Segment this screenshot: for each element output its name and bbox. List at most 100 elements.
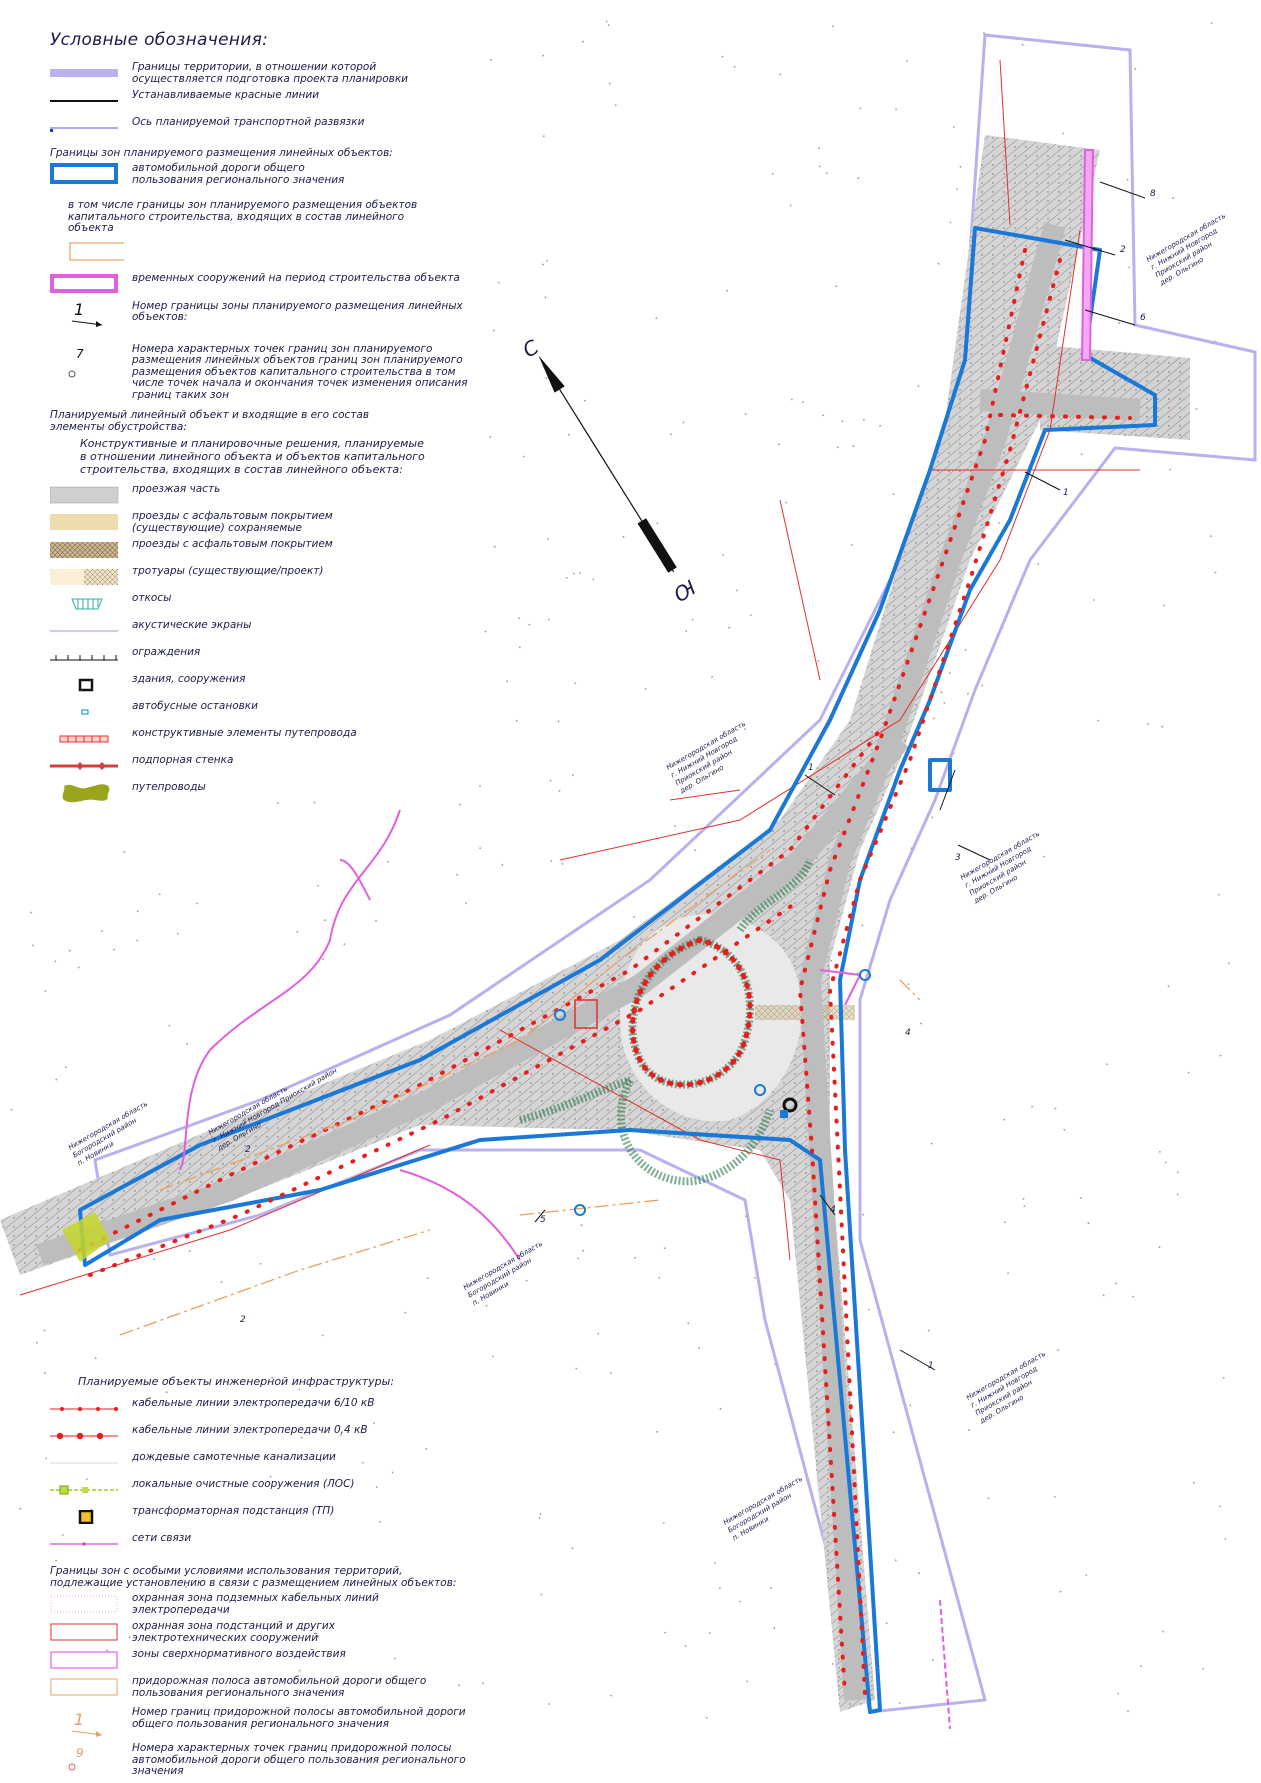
legend-text: автобусные остановки bbox=[132, 700, 258, 712]
grid-mark bbox=[841, 420, 844, 423]
grid-mark bbox=[123, 851, 126, 853]
grid-mark bbox=[663, 1247, 666, 1249]
orange-number-value: 1 bbox=[74, 1710, 84, 1729]
grid-mark bbox=[518, 646, 521, 649]
legend-text: конструктивные элементы путепровода bbox=[132, 727, 357, 739]
legend-text: локальные очистные сооружения (ЛОС) bbox=[132, 1478, 355, 1490]
grid-mark bbox=[656, 522, 659, 525]
grid-mark bbox=[136, 910, 139, 913]
grid-mark bbox=[45, 1457, 47, 1460]
grid-mark bbox=[271, 1376, 274, 1379]
grid-mark bbox=[658, 1277, 661, 1279]
grid-mark bbox=[655, 317, 658, 320]
grid-mark bbox=[296, 930, 299, 933]
grid-mark bbox=[674, 825, 677, 827]
orange-box-symbol bbox=[50, 241, 124, 263]
grid-mark bbox=[324, 919, 326, 922]
boundary-number-labels: 8 2 6 1 1 3 2 2 1 4 4 5 bbox=[240, 189, 1156, 1371]
grid-mark bbox=[379, 1520, 381, 1523]
grid-mark bbox=[528, 623, 531, 626]
grid-mark bbox=[687, 1322, 690, 1325]
legend-text: Номер границы зоны планируемого размещен… bbox=[132, 299, 463, 323]
grid-mark bbox=[754, 1277, 756, 1279]
fence-symbol bbox=[50, 647, 124, 669]
grid-mark bbox=[276, 802, 279, 804]
grid-mark bbox=[1127, 1710, 1129, 1713]
grid-mark bbox=[736, 589, 738, 592]
grid-mark bbox=[1217, 893, 1220, 896]
grid-mark bbox=[573, 572, 575, 575]
grid-mark bbox=[879, 424, 881, 427]
grid-mark bbox=[1023, 1205, 1026, 1207]
grid-mark bbox=[465, 902, 467, 905]
grid-mark bbox=[136, 939, 139, 942]
grid-mark bbox=[709, 1632, 711, 1634]
legend-row: проезжая часть bbox=[50, 483, 520, 506]
grid-mark bbox=[1158, 1246, 1161, 1248]
boundary-number: 1 bbox=[928, 1361, 934, 1371]
grid-mark bbox=[308, 1585, 310, 1588]
grid-mark bbox=[186, 1042, 189, 1045]
grid-mark bbox=[539, 1513, 542, 1515]
grid-mark bbox=[490, 58, 492, 61]
grid-mark bbox=[1087, 1222, 1090, 1225]
grid-mark bbox=[822, 414, 825, 417]
point-number-value: 7 bbox=[76, 347, 84, 361]
grid-mark bbox=[479, 785, 481, 787]
legend-row: откосы bbox=[50, 592, 520, 615]
grid-mark bbox=[94, 1357, 97, 1360]
grid-mark bbox=[719, 1587, 721, 1590]
grid-mark bbox=[622, 536, 625, 538]
orange-number-arrow-symbol: 1 bbox=[50, 1707, 124, 1737]
cable-lines bbox=[78, 248, 1132, 1697]
legend-text: кабельные линии электропередачи 6/10 кВ bbox=[132, 1397, 375, 1409]
grid-mark bbox=[113, 948, 115, 951]
grid-mark bbox=[749, 614, 752, 616]
grid-mark bbox=[662, 1522, 665, 1524]
grid-mark bbox=[542, 54, 544, 57]
legend-text: Границы территории, в отношении которой … bbox=[132, 61, 408, 85]
grid-mark bbox=[968, 1429, 970, 1432]
los-symbol bbox=[50, 1479, 124, 1501]
legend-row: охранная зона подземных кабельных линий … bbox=[50, 1592, 530, 1616]
settlement-label-south-2: Нижегородская область Богородский район … bbox=[722, 1474, 815, 1543]
grid-mark bbox=[1057, 1349, 1059, 1351]
grid-mark bbox=[670, 433, 672, 436]
grid-mark bbox=[1126, 178, 1129, 181]
grid-mark bbox=[61, 1534, 64, 1536]
retaining-wall-symbol bbox=[50, 755, 124, 777]
grid-mark bbox=[583, 399, 586, 402]
legend-row: кабельные линии электропередачи 6/10 кВ bbox=[50, 1397, 530, 1420]
grid-mark bbox=[744, 728, 746, 730]
grid-mark bbox=[610, 1372, 612, 1375]
grid-mark bbox=[168, 1024, 171, 1027]
grid-mark bbox=[322, 958, 324, 961]
grid-mark bbox=[1092, 599, 1095, 601]
legend-text: трансформаторная подстанция (ТП) bbox=[132, 1505, 335, 1517]
grid-mark bbox=[176, 932, 179, 935]
grid-mark bbox=[1106, 1063, 1108, 1066]
grid-mark bbox=[158, 893, 161, 896]
grid-mark bbox=[861, 924, 864, 927]
grid-mark bbox=[959, 165, 962, 168]
grid-mark bbox=[907, 983, 910, 985]
grid-mark bbox=[906, 60, 908, 62]
grid-mark bbox=[568, 433, 570, 436]
grid-mark bbox=[830, 959, 833, 962]
grid-mark bbox=[832, 25, 834, 28]
special-zones-heading: Границы зон с особыми условиями использо… bbox=[50, 1565, 457, 1589]
interchange-map: 8 2 6 1 1 3 2 2 1 4 4 5 С Ю Нижегородска… bbox=[0, 20, 1257, 1729]
grid-mark bbox=[1080, 453, 1083, 456]
grid-mark bbox=[927, 1329, 930, 1332]
grid-mark bbox=[484, 630, 487, 633]
legend-row: автобусные остановки bbox=[50, 700, 520, 723]
grid-mark bbox=[859, 107, 862, 110]
grid-mark bbox=[981, 684, 984, 687]
grid-mark bbox=[1159, 1150, 1161, 1153]
grid-mark bbox=[493, 329, 495, 332]
legend-top: Условные обозначения: Границы территории… bbox=[50, 30, 520, 809]
settlement-label-se: Нижегородская область г. Нижний Новгород… bbox=[964, 1349, 1062, 1426]
grid-mark bbox=[953, 126, 955, 128]
overpass-elements-symbol bbox=[50, 728, 124, 750]
grid-mark bbox=[582, 40, 584, 43]
